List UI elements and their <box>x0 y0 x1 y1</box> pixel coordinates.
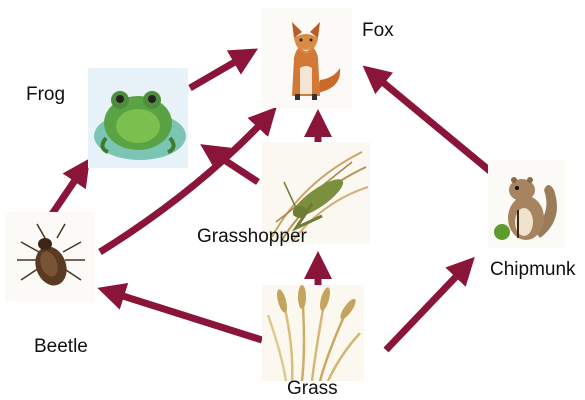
label-chipmunk: Chipmunk <box>490 259 576 281</box>
fox-icon <box>262 8 352 108</box>
label-grass: Grass <box>287 378 338 400</box>
chipmunk-icon <box>488 160 566 248</box>
label-frog: Frog <box>26 84 65 106</box>
grass-icon <box>262 285 364 381</box>
label-fox: Fox <box>362 20 394 42</box>
frog-icon <box>88 68 188 168</box>
label-grasshopper: Grasshopper <box>197 226 307 248</box>
label-beetle: Beetle <box>34 336 88 358</box>
arrow-grass-to-beetle <box>104 290 262 340</box>
arrow-grass-to-chipmunk <box>386 262 470 350</box>
arrow-chipmunk-to-fox <box>368 70 496 176</box>
arrow-frog-to-fox <box>190 52 252 88</box>
beetle-icon <box>5 212 95 302</box>
